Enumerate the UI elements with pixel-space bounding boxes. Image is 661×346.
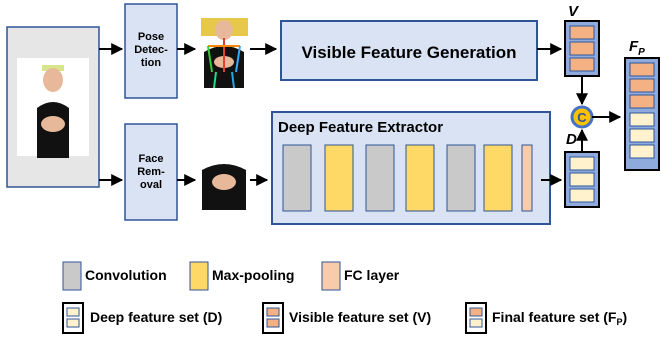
pool-layer-3 xyxy=(483,144,513,212)
legend-final-sub: P xyxy=(616,317,622,327)
legend-fc-layer-label: FC layer xyxy=(344,267,400,283)
face-removal-line-2: Rem- xyxy=(137,166,165,178)
deep-feature-extractor-title: Deep Feature Extractor xyxy=(278,119,443,136)
fp-label: FP xyxy=(629,38,645,58)
legend-convolution: Convolution xyxy=(62,261,167,291)
face-removal-box: Face Rem- oval xyxy=(124,123,178,221)
visible-feature-generation-title: Visible Feature Generation xyxy=(301,43,516,62)
legend-final-feature-set-label: Final feature set (FP) xyxy=(492,309,627,327)
face-removed-photo-icon xyxy=(200,158,248,210)
legend-max-pooling: Max-pooling xyxy=(189,261,294,291)
legend-convolution-label: Convolution xyxy=(85,267,167,283)
legend-fc-layer: FC layer xyxy=(321,261,400,291)
d-label: D xyxy=(566,131,577,148)
concat-label: C xyxy=(577,110,587,125)
legend-swatch-conv xyxy=(62,261,82,291)
conv-layer-3 xyxy=(446,144,476,212)
legend-max-pooling-label: Max-pooling xyxy=(212,267,294,283)
deep-feature-set-d xyxy=(564,151,600,208)
legend-swatch-fc xyxy=(321,261,341,291)
pose-detection-line-3: tion xyxy=(141,57,161,69)
v-label: V xyxy=(568,3,580,20)
legend-final-end: ) xyxy=(622,309,627,325)
person-photo-icon xyxy=(17,58,89,158)
deep-feature-extractor-box: Deep Feature Extractor xyxy=(271,111,551,225)
legend-swatch-pool xyxy=(189,261,209,291)
visible-feature-set-v xyxy=(564,20,600,77)
conv-layer-1 xyxy=(282,144,312,212)
legend-visible-feature-set: Visible feature set (V) xyxy=(262,302,431,334)
conv-layer-2 xyxy=(365,144,395,212)
pose-skeleton-icon xyxy=(201,18,248,89)
legend-visible-feature-set-label: Visible feature set (V) xyxy=(289,309,431,325)
face-removal-line-1: Face xyxy=(138,153,163,165)
pose-detection-box: Pose Detec- tion xyxy=(124,3,178,99)
input-image xyxy=(6,26,100,188)
pose-detection-line-2: Detec- xyxy=(134,44,168,56)
fp-label-base: F xyxy=(629,38,639,55)
pool-layer-2 xyxy=(405,144,435,212)
fc-layer xyxy=(521,144,533,212)
concat-icon: C xyxy=(570,105,594,129)
visible-feature-generation-box: Visible Feature Generation xyxy=(280,20,538,81)
face-removal-line-3: oval xyxy=(140,179,162,191)
pool-layer-1 xyxy=(324,144,354,212)
fp-label-sub: P xyxy=(638,47,645,58)
legend-final-feature-set: Final feature set (FP) xyxy=(465,302,627,334)
legend-deep-feature-set: Deep feature set (D) xyxy=(62,302,222,334)
legend-final-base: Final feature set (F xyxy=(492,309,617,325)
pose-detection-line-1: Pose xyxy=(138,31,164,43)
final-feature-set-fp xyxy=(624,57,660,171)
legend-deep-feature-set-label: Deep feature set (D) xyxy=(90,309,222,325)
